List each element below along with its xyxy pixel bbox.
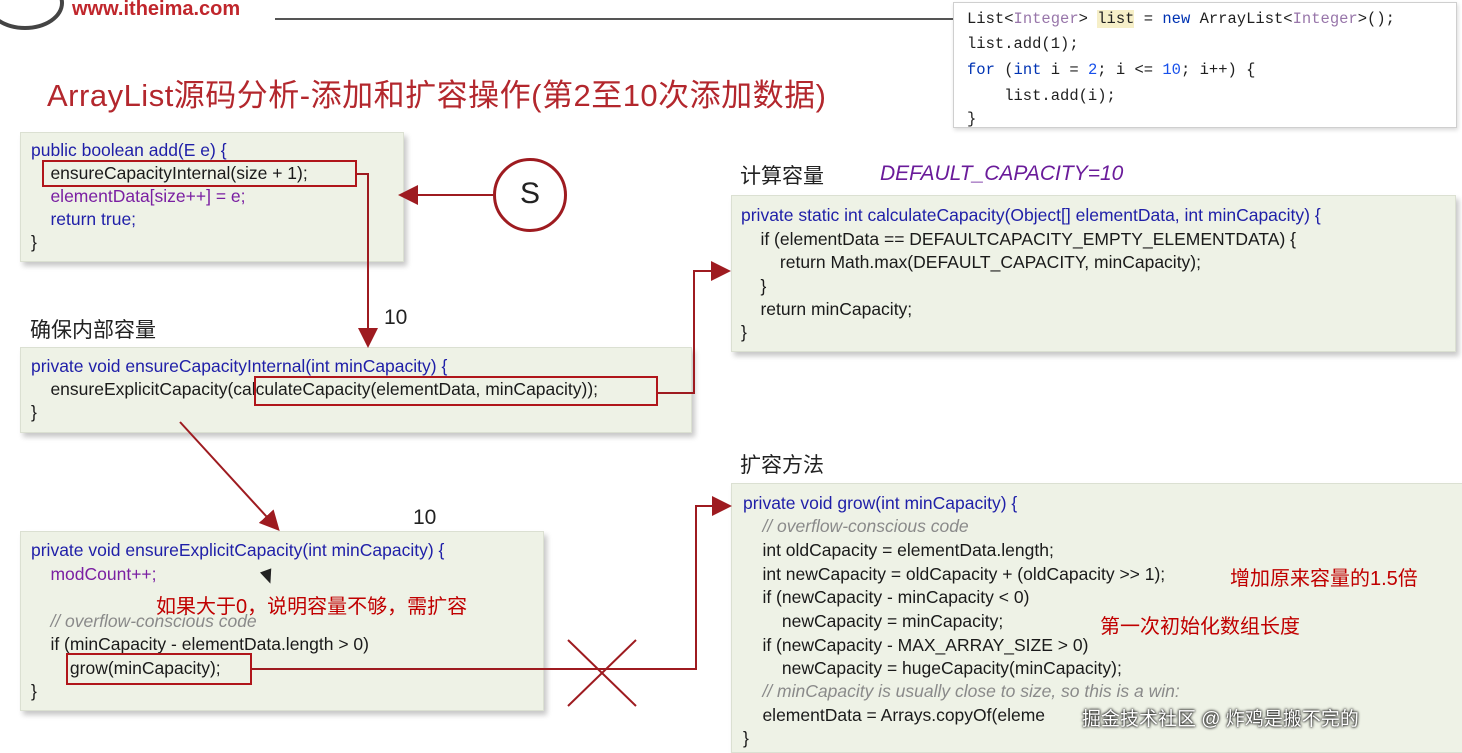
add-line-1: public boolean add(E e) { [31,139,227,162]
add-method-box: public boolean add(E e) { ensureCapacity… [20,132,404,262]
add-line-1-text: public boolean add(E e) { [31,140,227,160]
grow-line-11: } [743,728,749,748]
calculate-line-2: if (elementData == DEFAULTCAPACITY_EMPTY… [741,229,1296,249]
grow-line-3: int oldCapacity = elementData.length; [743,540,1054,560]
snippet-line-3: for (int i = 2; i <= 10; i++) { [967,60,1255,80]
ensure-internal-line-1: private void ensureCapacityInternal(int … [31,356,448,376]
label-ensure-internal: 确保内部容量 [30,319,156,342]
add-line-3: elementData[size++] = e; [31,186,246,206]
snippet-line-1: List<Integer> list = new ArrayList<Integ… [967,9,1395,29]
explicit-line-1: private void ensureExplicitCapacity(int … [31,540,445,560]
calculate-line-3: return Math.max(DEFAULT_CAPACITY, minCap… [741,252,1201,272]
add-line-4: return true; [31,209,137,229]
header-divider [275,18,955,20]
grow-note-2: 第一次初始化数组长度 [1100,616,1300,638]
calculate-line-6: } [741,322,747,342]
grow-line-10: elementData = Arrays.copyOf(eleme [743,705,1046,725]
highlight-grow-call [66,653,252,685]
calculate-method-box: private static int calculateCapacity(Obj… [731,195,1456,352]
calculate-line-5: return minCapacity; [741,299,913,319]
snippet-line-4: list.add(i); [967,87,1116,105]
label-grow: 扩容方法 [740,454,824,477]
usage-snippet: List<Integer> list = new ArrayList<Integ… [953,2,1457,128]
explicit-line-3: // overflow-conscious code [31,611,257,631]
ensure-internal-line-3: } [31,402,37,422]
calculate-line-1: private static int calculateCapacity(Obj… [741,205,1321,225]
default-capacity-const: DEFAULT_CAPACITY=10 [880,162,1124,185]
explicit-line-4: if (minCapacity - elementData.length > 0… [31,634,369,654]
grow-line-6: newCapacity = minCapacity; [743,611,1004,631]
label-calculate: 计算容量 [740,165,824,188]
site-url: www.itheima.com [72,0,241,20]
grow-line-5: if (newCapacity - minCapacity < 0) [743,587,1030,607]
arrow-to-explicit [179,421,280,531]
arrow-to-calculate [658,261,731,394]
grow-line-1: private void grow(int minCapacity) { [743,493,1018,513]
grow-line-8: newCapacity = hugeCapacity(minCapacity); [743,658,1122,678]
grow-line-7: if (newCapacity - MAX_ARRAY_SIZE > 0) [743,635,1089,655]
arrow-value-1: 10 [384,306,408,329]
grow-line-4: int newCapacity = oldCapacity + (oldCapa… [743,564,1166,584]
arrow-add-to-ensure-internal [357,173,378,348]
snippet-line-3-text: for (int i = 2; i <= 10; i++) { [967,61,1256,79]
explicit-note: 如果大于0，说明容量不够，需扩容 [156,596,468,618]
ensure-internal-line-2: ensureExplicitCapacity(calculateCapacity… [31,379,599,399]
grow-method-box: private void grow(int minCapacity) { // … [731,483,1462,753]
explicit-method-box: private void ensureExplicitCapacity(int … [20,531,544,711]
snippet-line-2: list.add(1); [967,35,1079,53]
explicit-line-2: modCount++; [31,564,157,584]
watermark: 掘金技术社区 @ 炸鸡是搬不完的 [1082,709,1359,730]
highlight-ensure-call [42,160,357,187]
arrow-to-grow [252,496,732,670]
snippet-line-5: } [967,110,977,128]
grow-note-1: 增加原来容量的1.5倍 [1230,568,1418,590]
snippet-line-1-text: List<Integer> list = new ArrayList<Integ… [967,10,1395,28]
grow-line-2: // overflow-conscious code [743,516,969,536]
calculate-line-4: } [741,276,767,296]
explicit-line-6: } [31,681,37,701]
start-marker: S [493,158,567,232]
explicit-line-5: grow(minCapacity); [31,658,221,678]
ensure-internal-box: private void ensureCapacityInternal(int … [20,347,692,433]
cross-mark-b [567,639,637,707]
grow-line-9: // minCapacity is usually close to size,… [743,681,1180,701]
add-line-5: } [31,232,37,252]
arrow-value-2: 10 [413,506,437,529]
add-line-2: ensureCapacityInternal(size + 1); [31,163,308,183]
page-title: ArrayList源码分析-添加和扩容操作(第2至10次添加数据) [47,78,827,113]
highlight-calculate-call [254,376,658,406]
